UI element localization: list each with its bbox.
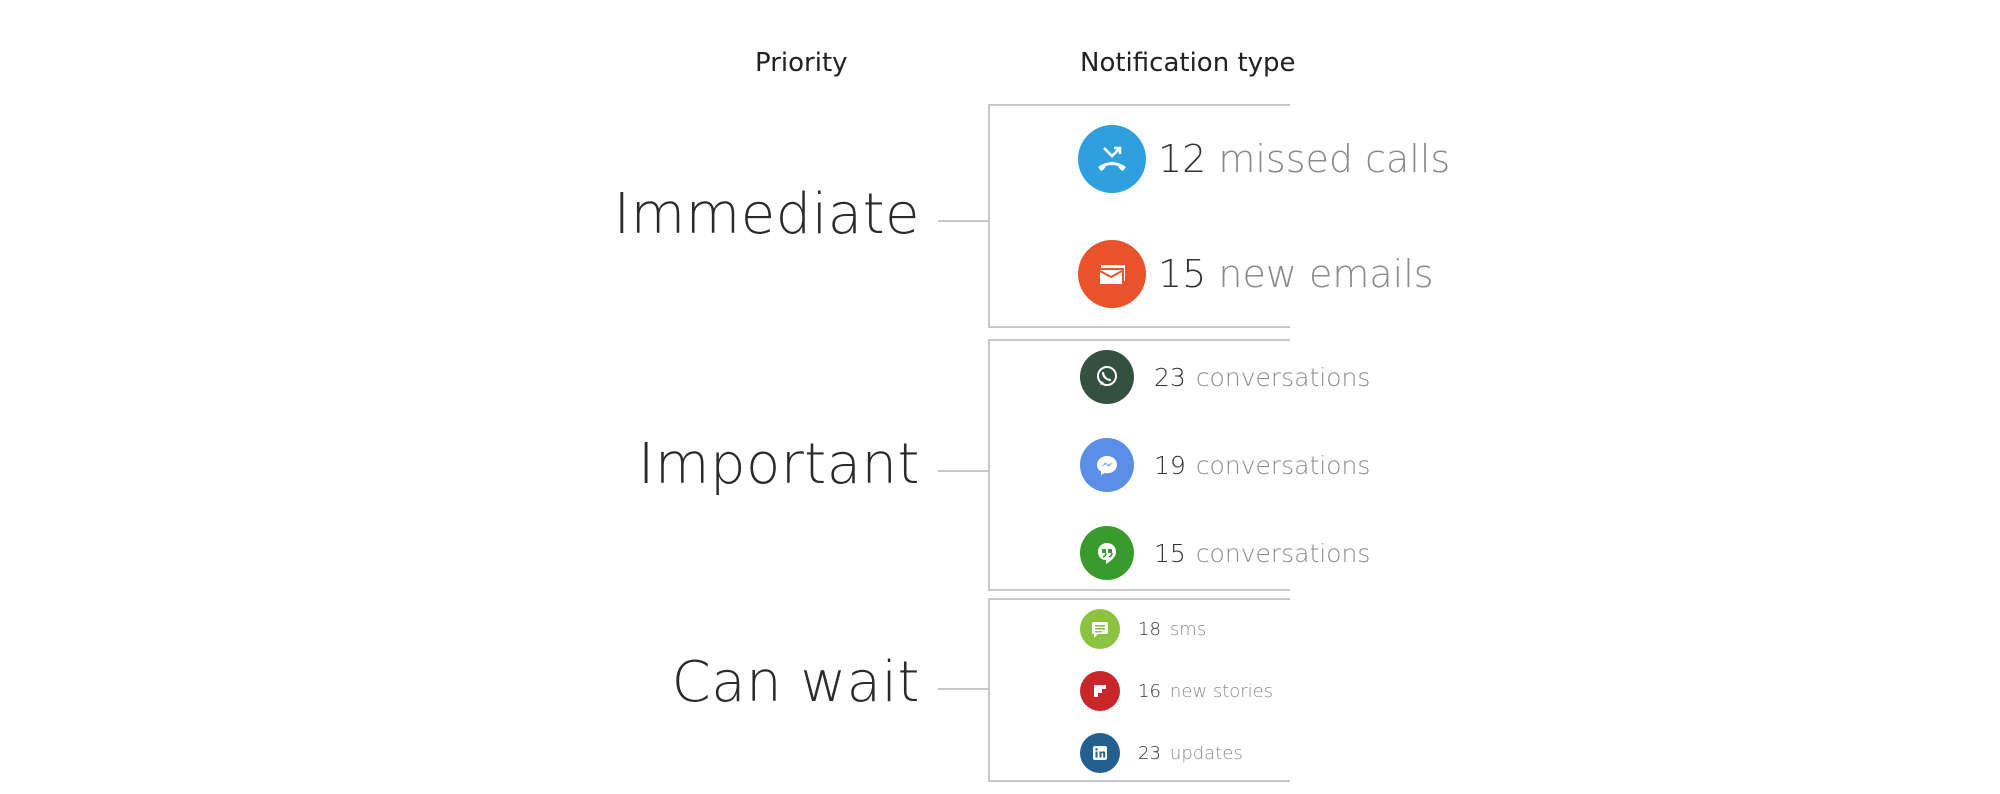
notification-row: 16 new stories [1080,671,1273,711]
flipboard-icon [1080,671,1120,711]
notification-row: 19 conversations [1080,438,1370,492]
notification-label: missed calls [1218,137,1451,181]
notification-count: 12 [1158,137,1207,181]
sms-icon [1080,609,1120,649]
linkedin-icon [1080,733,1120,773]
notification-label: conversations [1195,538,1371,568]
group-bracket-can-wait [988,598,1290,782]
notification-label: conversations [1195,362,1371,392]
notification-row: 15 conversations [1080,526,1370,580]
notification-row: 18 sms [1080,609,1206,649]
group-bracket-immediate [988,104,1290,328]
notification-label: new stories [1169,680,1274,702]
priority-column-header: Priority [755,48,848,78]
notification-row: 12 missed calls [1078,125,1450,193]
notification-label: sms [1169,618,1207,640]
notification-type-column-header: Notification type [1080,48,1296,78]
whatsapp-icon [1080,350,1134,404]
notification-label: new emails [1218,252,1434,296]
notification-count: 23 [1154,362,1186,392]
notification-count: 19 [1154,450,1186,480]
priority-label-immediate: Immediate [613,182,920,247]
notification-count: 15 [1158,252,1207,296]
hangouts-icon [1080,526,1134,580]
group-bracket-important [988,339,1290,591]
messenger-icon [1080,438,1134,492]
priority-label-important: Important [637,432,920,497]
notification-row: 23 updates [1080,733,1243,773]
notification-count: 15 [1154,538,1186,568]
priority-label-can-wait: Can wait [671,650,920,715]
connector-line [938,688,988,690]
notification-row: 15 new emails [1078,240,1434,308]
notification-label: updates [1169,742,1243,764]
notification-count: 18 [1138,618,1161,640]
notification-row: 23 conversations [1080,350,1370,404]
email-icon [1078,240,1146,308]
connector-line [938,470,988,472]
notification-count: 16 [1138,680,1161,702]
missed-call-icon [1078,125,1146,193]
connector-line [938,220,988,222]
notification-label: conversations [1195,450,1371,480]
notification-count: 23 [1138,742,1161,764]
